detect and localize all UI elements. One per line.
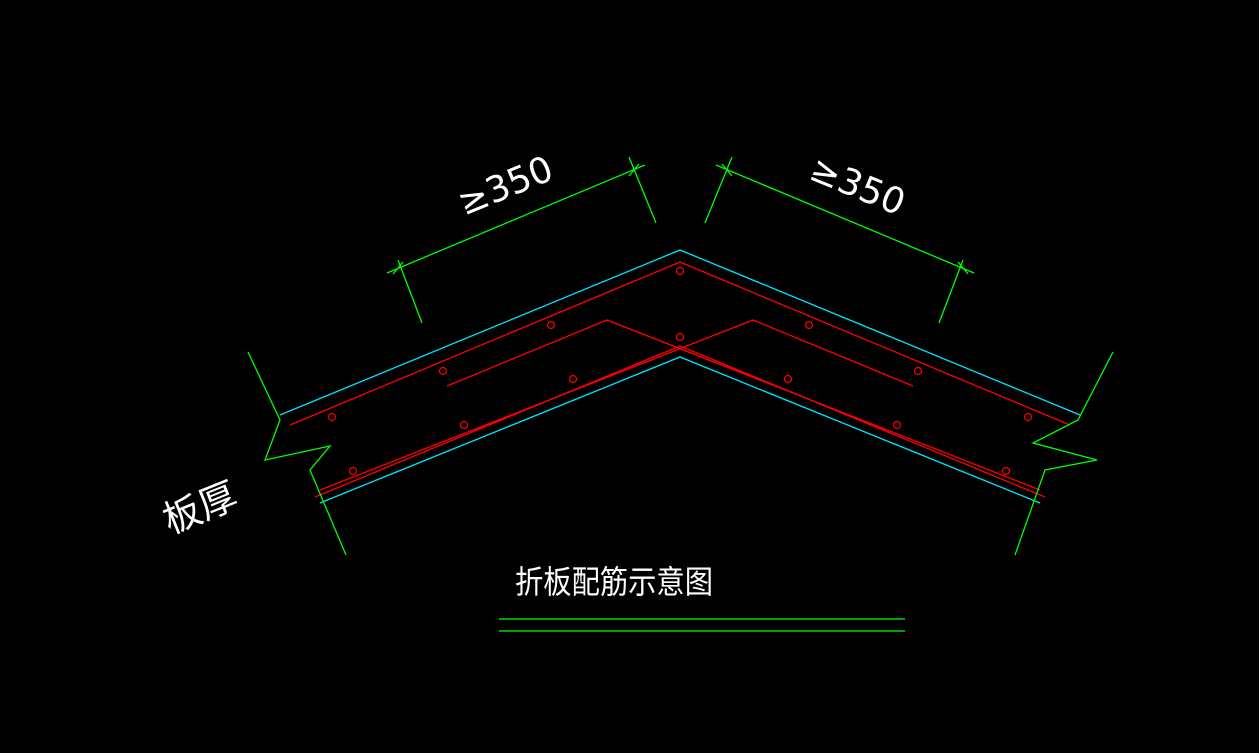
slab-top-edge	[279, 249, 1081, 416]
left-extension-line-outer	[397, 259, 423, 324]
right-extension-line-outer	[938, 259, 964, 324]
rebar-dot	[438, 366, 448, 376]
dimension-lines	[386, 156, 975, 324]
left-dimension-line	[386, 164, 646, 274]
left-extension-line-inner	[628, 156, 657, 224]
slab-bottom-edge	[319, 356, 1041, 504]
left-bent-rebar	[446, 319, 1041, 491]
bottom-rebar	[314, 345, 1046, 498]
right-break-line	[1014, 351, 1114, 556]
left-tick-inner	[628, 163, 640, 177]
rebar-dot	[892, 420, 902, 430]
rebar-dot	[675, 266, 685, 276]
left-dimension-label: ≥350	[452, 149, 559, 225]
rebar-dot	[1001, 466, 1011, 476]
break-lines	[247, 351, 1114, 556]
right-dimension-label: ≥350	[804, 149, 911, 225]
rebar-dot	[1023, 412, 1033, 422]
left-break-line	[247, 351, 347, 556]
left-tick-outer	[392, 261, 404, 275]
rebar-dot	[783, 374, 793, 384]
right-extension-line-inner	[704, 156, 733, 224]
rebar-dot	[675, 332, 685, 342]
right-tick-outer	[957, 261, 969, 275]
slab-outline	[279, 249, 1081, 504]
top-rebar	[289, 261, 1071, 426]
right-dimension-line	[715, 164, 975, 274]
rebar-dot	[913, 366, 923, 376]
rebar-dot	[327, 412, 337, 422]
rebar-dot	[459, 420, 469, 430]
drawing-title: 折板配筋示意图	[515, 563, 713, 601]
rebar-lines	[289, 261, 1071, 498]
thickness-label: 板厚	[157, 473, 244, 542]
rebar-dot	[568, 374, 578, 384]
rebar-dot	[348, 466, 358, 476]
distribution-bars	[327, 266, 1033, 476]
rebar-dot	[804, 320, 814, 330]
right-tick-inner	[721, 163, 733, 177]
rebar-dot	[546, 320, 556, 330]
title-underline	[499, 618, 905, 632]
right-bent-rebar	[319, 319, 914, 491]
